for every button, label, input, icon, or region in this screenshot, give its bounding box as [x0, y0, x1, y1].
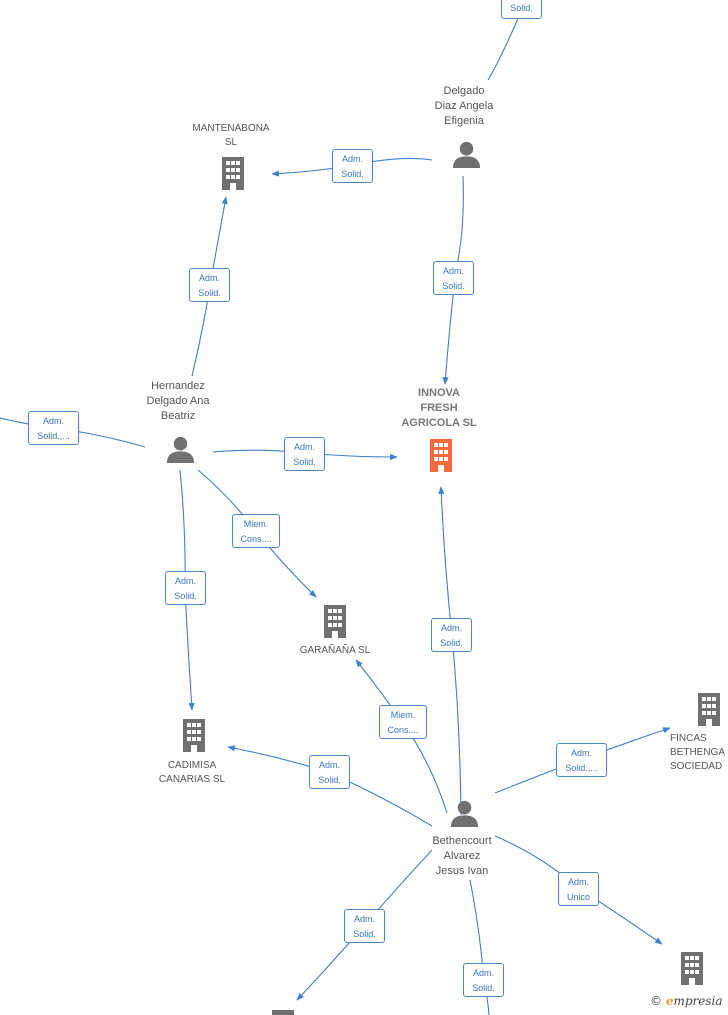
building-icon — [183, 719, 205, 752]
edge-label-hernandez-mantenabona: Adm. Solid. — [189, 268, 230, 302]
edge-label-hernandez-garanana: Miem. Cons.... — [232, 514, 280, 548]
person-icon — [450, 800, 479, 828]
brand-initial: e — [665, 994, 674, 1008]
edge-label-bethencourt-fincas: Adm. Solid.,... — [556, 743, 607, 777]
node-label-mantenabona: MANTENABONA SL — [192, 123, 270, 148]
edge-label-dd-mantenabona: Adm. Solid. — [332, 149, 373, 183]
edge-label-bethencourt-bottom-right: Adm. Unico — [558, 872, 599, 906]
node-label-hernandez: Hernandez Delgado Ana Beatriz — [146, 380, 210, 422]
building-icon — [222, 157, 244, 190]
edge-label-bethencourt-garanana: Miem. Cons.... — [379, 705, 427, 739]
edge-label-hernandez-cadimisa: Adm. Solid. — [165, 571, 206, 605]
edge-label-left-hernandez: Adm. Solid.,... — [28, 411, 79, 445]
main-building-icon — [430, 439, 452, 472]
building-icon — [272, 1010, 294, 1015]
person-icon — [452, 141, 481, 169]
empresia-watermark: © empresia — [650, 994, 723, 1008]
node-label-innova: INNOVA FRESH AGRICOLA SL — [401, 387, 477, 429]
building-icon — [324, 605, 346, 638]
edge-label-bethencourt-cadimisa: Adm. Solid. — [309, 755, 350, 789]
node-label-delgado-diaz: Delgado Diaz Angela Efigenia — [434, 85, 494, 127]
edge-label-bethencourt-innova: Adm. Solid. — [431, 618, 472, 652]
node-label-fincas: FINCAS BETHENGA SOCIEDAD — [670, 733, 726, 772]
node-label-cadimisa: CADIMISA CANARIAS SL — [158, 760, 226, 785]
copyright-symbol: © — [650, 994, 662, 1008]
brand-name: mpresia — [673, 994, 723, 1008]
edge-label-bethencourt-bottom: Adm. Solid. — [463, 963, 504, 997]
edge-top-partial — [487, 13, 521, 81]
edge-label-dd-innova: Adm. Solid. — [433, 261, 474, 295]
node-label-garanana: GARAÑAÑA SL — [299, 645, 371, 656]
edge-label-bethencourt-bottom-left: Adm. Solid. — [344, 909, 385, 943]
node-label-bethencourt: Bethencourt Alvarez Jesus Ivan — [432, 835, 492, 877]
person-icon — [166, 436, 195, 464]
building-icon — [698, 693, 720, 726]
edge-label-top-partial: Solid. — [501, 0, 542, 19]
building-icon — [681, 952, 703, 985]
edge-label-hernandez-innova: Adm. Solid. — [284, 437, 325, 471]
